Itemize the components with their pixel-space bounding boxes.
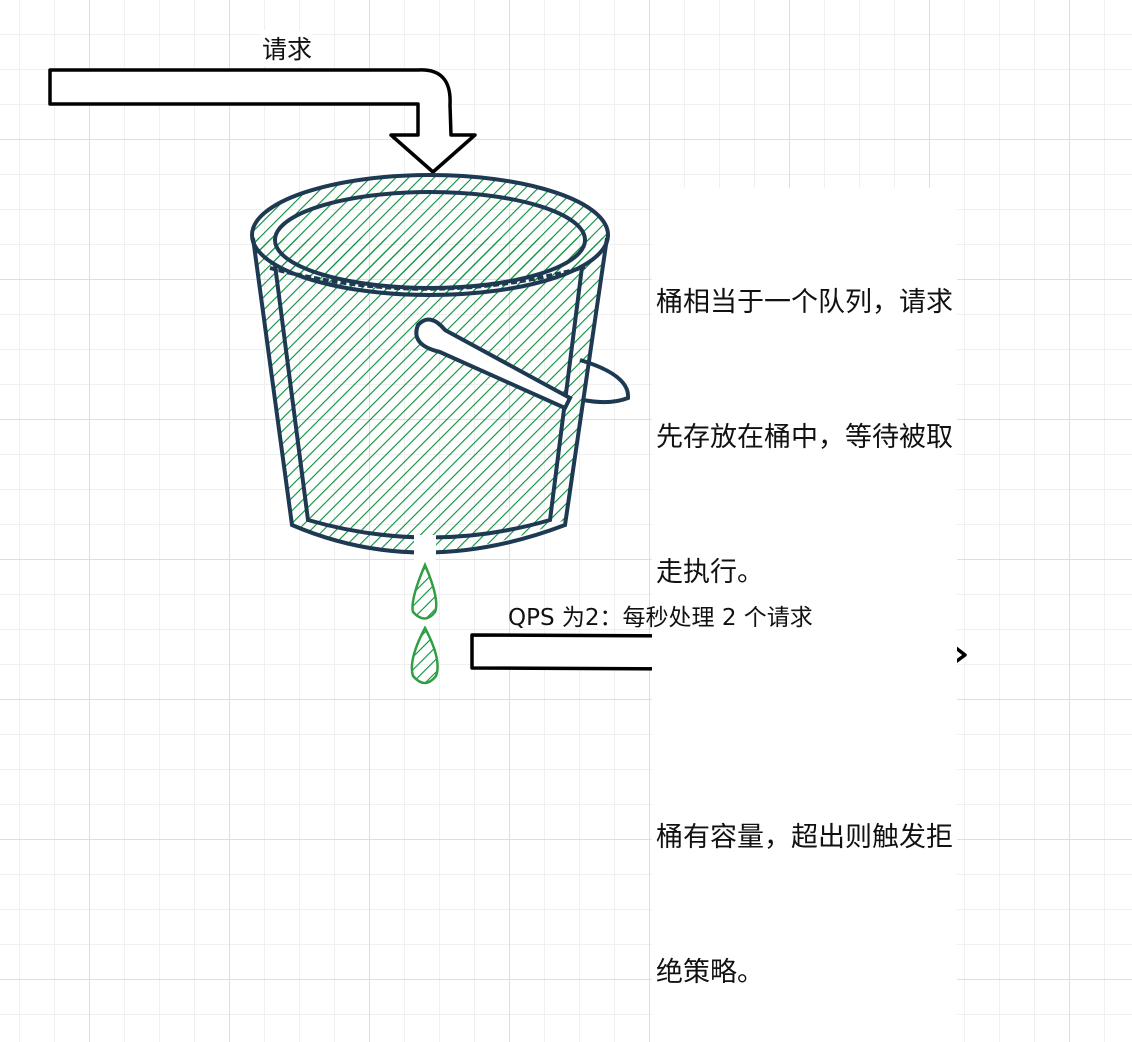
description-line: 先存放在桶中，等待被取 (656, 422, 953, 453)
incoming-arrow (48, 68, 477, 174)
description-line: 桶有容量，超出则触发拒 (656, 822, 953, 853)
bucket-handle (414, 317, 573, 411)
drop-icon (411, 561, 438, 620)
description-line: 绝策略。 (656, 957, 764, 988)
description-line (656, 685, 953, 725)
drop-icon (410, 625, 439, 685)
qps-label: QPS 为2：每秒处理 2 个请求 (508, 605, 813, 631)
description-line: 走执行。 (656, 557, 764, 588)
leaky-bucket-diagram (48, 68, 967, 690)
bucket (250, 173, 631, 555)
water-drops (410, 561, 439, 685)
description-line: 桶相当于一个队列，请求 (656, 287, 953, 318)
request-label: 请求 (262, 30, 313, 66)
